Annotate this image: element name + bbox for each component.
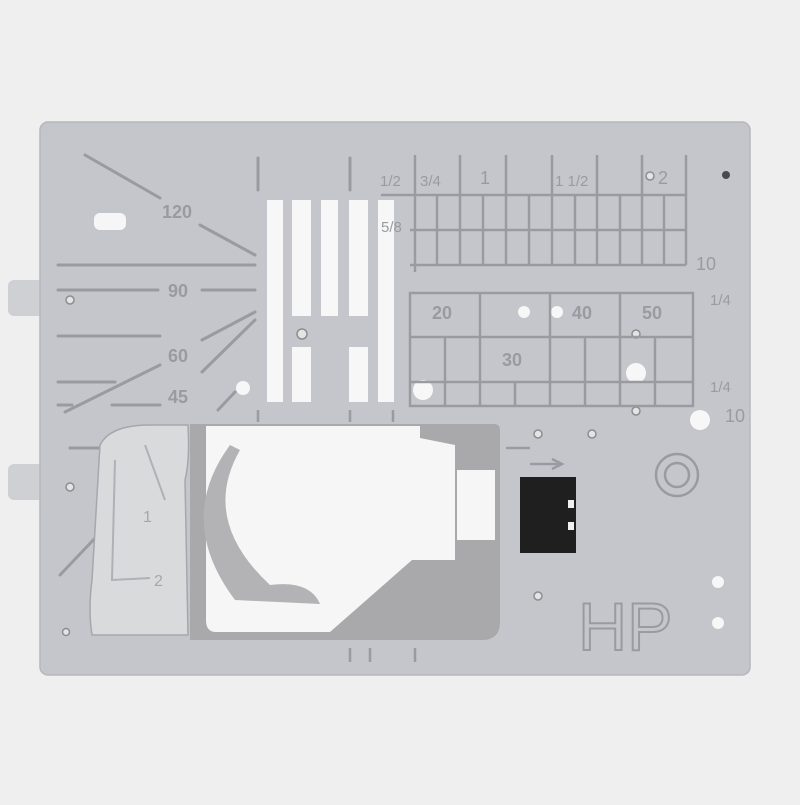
grid-label-40: 40 <box>572 303 592 323</box>
angle-label-60: 60 <box>168 346 188 366</box>
inch-label-one-half: 1 1/2 <box>555 173 588 190</box>
grid-label-50: 50 <box>642 303 662 323</box>
mm-label-lower: 10 <box>725 406 745 426</box>
mm-grid <box>408 291 695 408</box>
inch-grid <box>381 155 688 272</box>
angle-label-45: 45 <box>168 387 188 407</box>
angle-label-120: 120 <box>162 202 192 222</box>
inch-label-one: 1 <box>480 168 490 188</box>
feed-dog-slots <box>267 200 394 402</box>
screw-holes <box>61 171 655 637</box>
lever-label-2: 2 <box>154 573 163 590</box>
angle-label-90: 90 <box>168 281 188 301</box>
lever-label-1: 1 <box>143 509 152 526</box>
angle-guide-lines <box>56 153 352 577</box>
mounting-tabs <box>8 280 48 500</box>
bottom-ticks <box>256 410 417 662</box>
black-slider[interactable] <box>520 477 576 553</box>
quarter-label-lower: 1/4 <box>710 379 731 396</box>
mm-label-upper: 10 <box>696 254 716 274</box>
dark-dot <box>722 171 730 179</box>
plate-marking-hp: HP <box>578 589 672 665</box>
inch-label-three-quarter: 3/4 <box>420 173 441 190</box>
round-holes <box>236 306 724 629</box>
target-circle-icon <box>654 452 700 498</box>
grid-label-20: 20 <box>432 303 452 323</box>
quarter-label-upper: 1/4 <box>710 292 731 309</box>
grid-label-30: 30 <box>502 350 522 370</box>
slot-hole <box>94 213 126 230</box>
bobbin-area <box>190 424 500 640</box>
inch-label-two: 2 <box>658 168 668 188</box>
seam-label-five-eighths: 5/8 <box>381 219 402 236</box>
direction-arrow <box>506 446 565 471</box>
release-lever[interactable]: 1 2 <box>89 424 190 636</box>
inch-label-half: 1/2 <box>380 173 401 190</box>
